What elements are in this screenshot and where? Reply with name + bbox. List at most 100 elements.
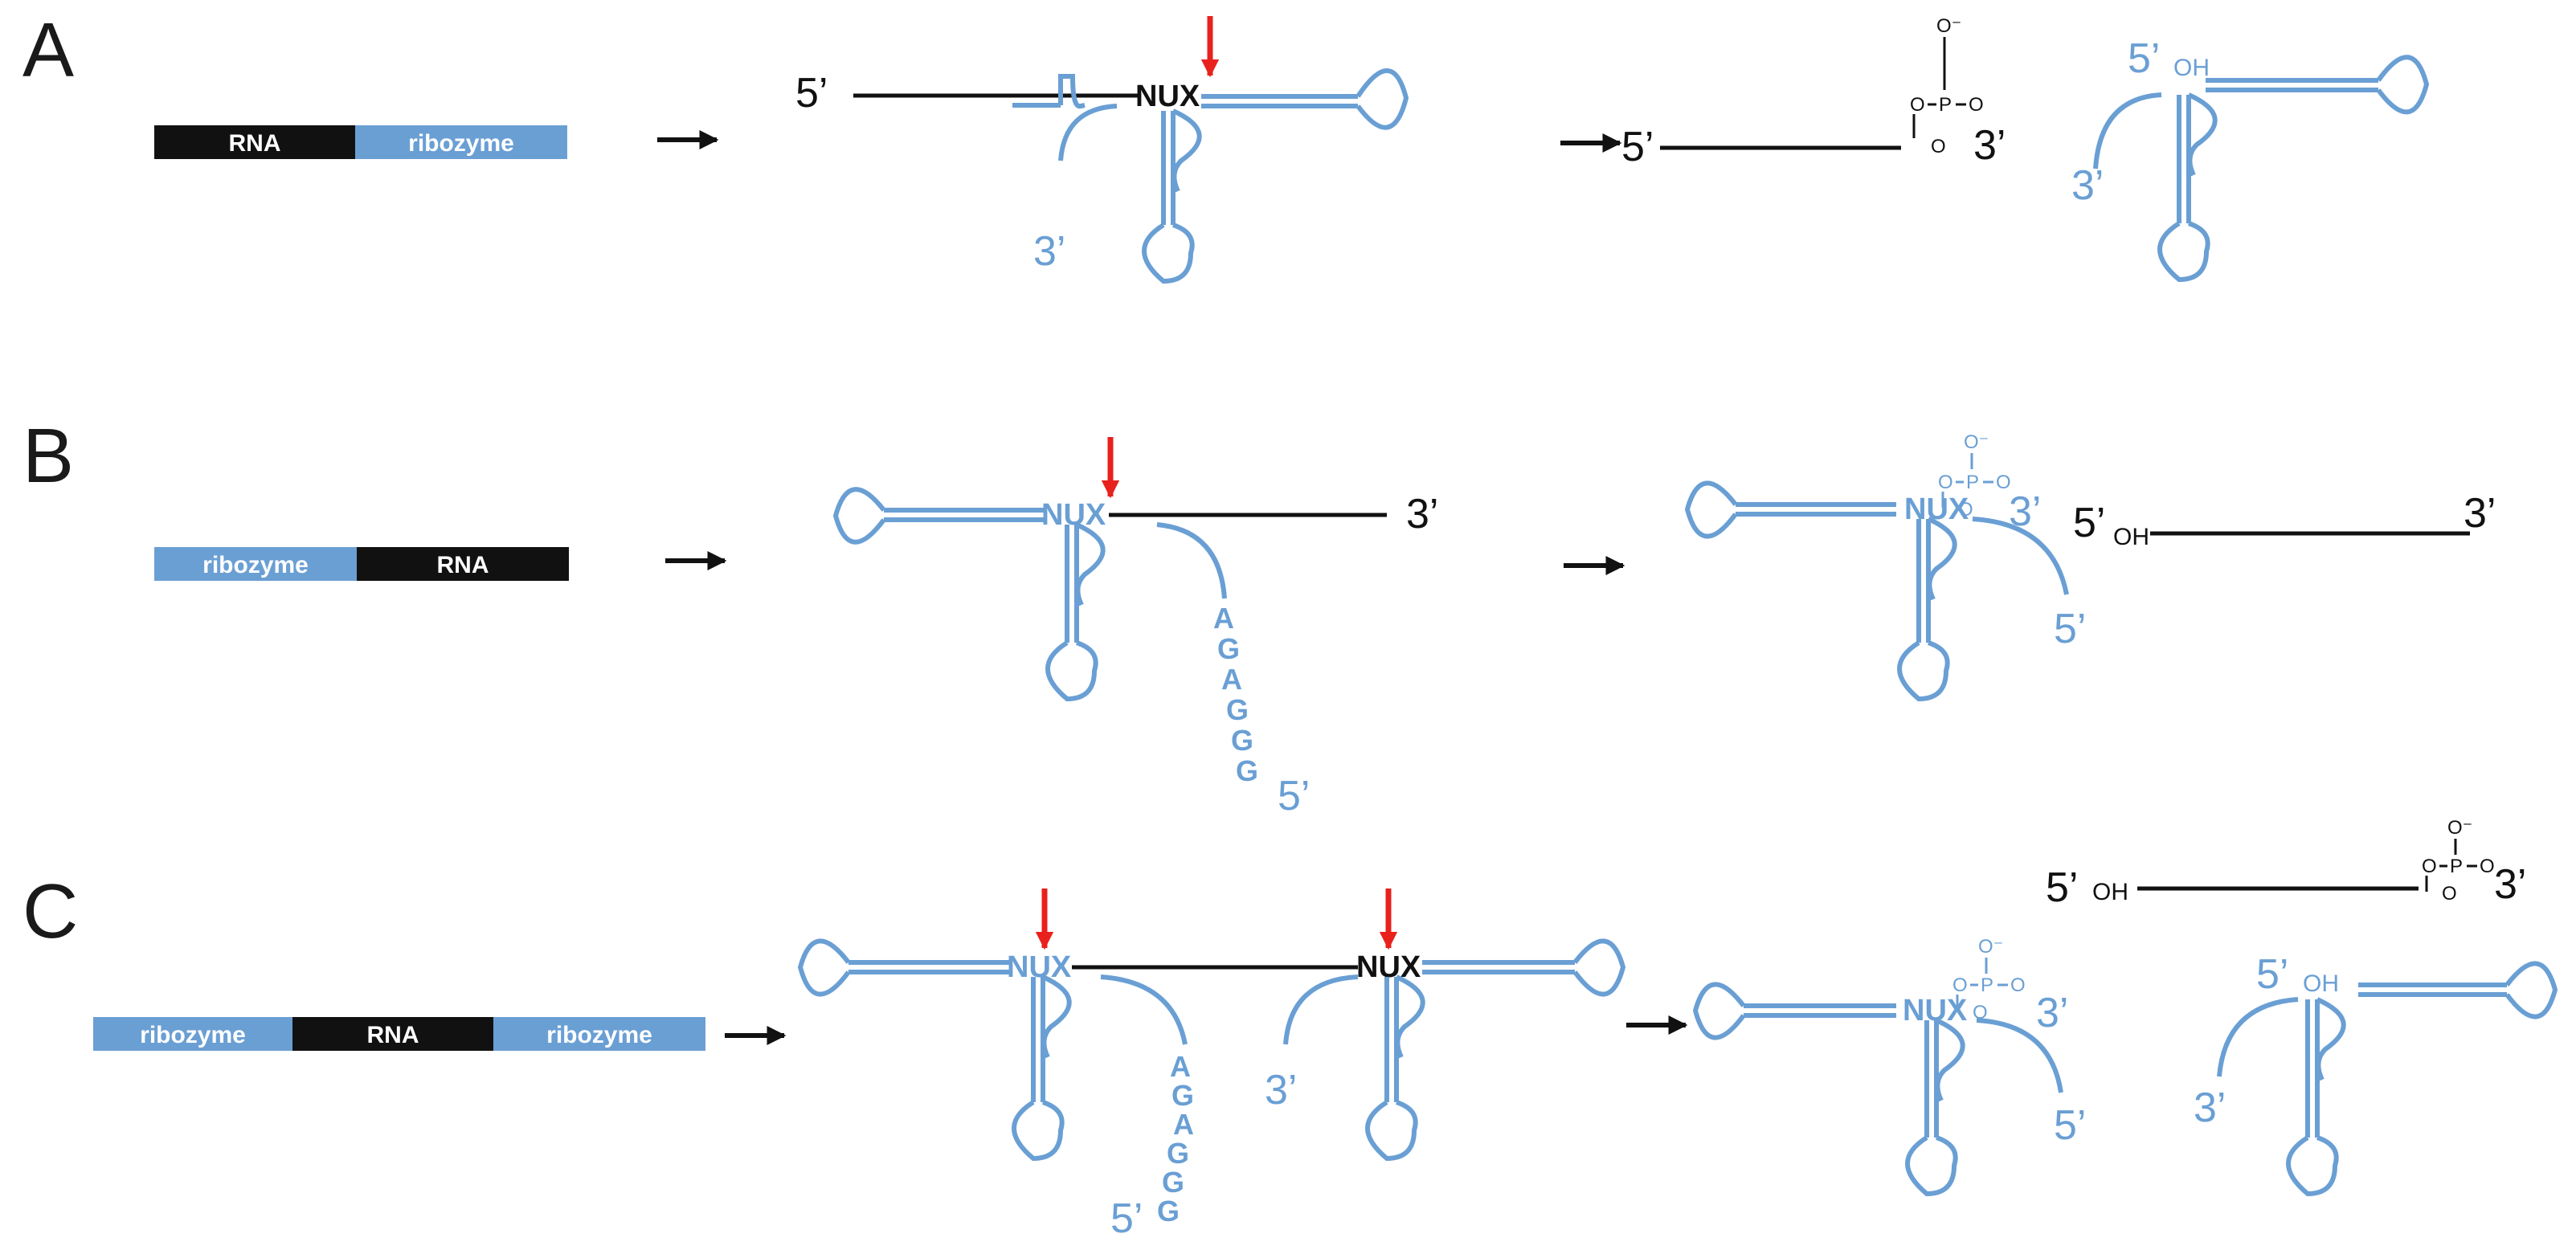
rna-5prime-label: 5’ <box>1621 124 1654 170</box>
phosphate-o-left: O <box>1938 472 1953 493</box>
ribozyme-segment-label: ribozyme <box>202 552 309 578</box>
rna-5prime-label: 5’ <box>2073 500 2105 546</box>
cyclic-phosphate: O⁻ O P O O <box>1952 936 2026 1023</box>
ribozyme-hairpin-stem-2 <box>1905 1020 1958 1197</box>
ribozyme-hairpin-stem-1 <box>832 487 1045 545</box>
ribozyme-5prime-oh: OH <box>2173 55 2210 81</box>
cleavage-site-left-label: NUX <box>1007 950 1072 984</box>
folded-construct: NUX NUX A G A G G G 5’ 3’ <box>797 938 1626 1242</box>
panel-label: B <box>22 413 74 499</box>
cyclic-phosphate: O⁻ O P O O <box>1910 15 1984 157</box>
ribozyme-core-loop <box>2316 997 2346 1081</box>
ribozyme-5prime-label: 5’ <box>2128 35 2160 82</box>
folded-construct: 5’ NUX 3’ <box>795 68 1409 284</box>
rna-3prime-label: 3’ <box>1973 122 2006 169</box>
ribozyme1-product: NUX O⁻ O P O O 3’ 5’ <box>1692 936 2086 1197</box>
ribozyme1-hairpin-stem-1 <box>797 938 1009 997</box>
ribozyme-core-loop <box>1927 517 1957 601</box>
cleavage-site-label: NUX <box>1041 498 1106 532</box>
ribozyme-hairpin-stem-1 <box>2358 961 2558 1019</box>
rna-5prime-oh: OH <box>2092 879 2128 905</box>
panel-c: C ribozyme RNA ribozyme NUX NUX A G A G <box>22 817 2558 1242</box>
rna-product: 5’ OH 3’ <box>2073 490 2496 550</box>
phosphate-bonds <box>1941 453 1993 508</box>
phosphate-o-right: O <box>1969 94 1984 116</box>
phosphate-o-minus: O⁻ <box>1978 936 2003 958</box>
ribozyme-hairpin-stem-2 <box>1897 519 1950 702</box>
ribozyme-hairpin-stem-2 <box>2286 999 2339 1197</box>
phosphate-o-bottom: O <box>2442 883 2457 905</box>
g-tail-nucleotide: A <box>1173 1108 1194 1141</box>
g-tail-nucleotide: A <box>1221 663 1242 696</box>
ribozyme-3prime-strand <box>2217 997 2299 1077</box>
phosphate-o-left: O <box>1952 974 1968 996</box>
rna-segment-label: RNA <box>437 552 489 578</box>
ribozyme-hairpin-stem-2 <box>1142 111 1195 284</box>
ribozyme-3prime-label: 3’ <box>2009 488 2041 535</box>
phosphate-p: P <box>1966 472 1979 493</box>
ribozyme-5prime-label: 5’ <box>1278 773 1310 819</box>
phosphate-o-right: O <box>2480 856 2495 877</box>
ribozyme2-hairpin-stem-1 <box>1422 938 1626 997</box>
ribozyme-segment-label: ribozyme <box>408 130 514 157</box>
phosphate-o-bottom: O <box>1958 499 1973 521</box>
ribozyme2-core-loop <box>1395 974 1425 1059</box>
phosphate-bonds <box>2425 839 2477 892</box>
panel-a: A RNA ribozyme 5’ NUX 3’ 5’ O⁻ <box>22 7 2430 284</box>
cyclic-phosphate: O⁻ O P O O <box>1938 431 2011 521</box>
g-tail-nucleotide: A <box>1213 602 1234 635</box>
g-tail: A G A G G G <box>1213 602 1258 787</box>
ribozyme-hairpin-stem-1 <box>1201 68 1409 130</box>
ribozyme-hairpin-stem-1 <box>1684 480 1896 539</box>
ribozyme-segment-label: ribozyme <box>546 1022 652 1048</box>
ribozyme-hairpin-stem-1 <box>1692 982 1896 1040</box>
ribozyme-5prime-strand <box>1972 517 2069 595</box>
rna-5prime-label: 5’ <box>2046 864 2078 911</box>
ribozyme1-core-loop <box>1041 974 1072 1059</box>
ribozyme2-hairpin-stem-2 <box>1365 977 1418 1162</box>
construct-bar: ribozyme RNA <box>154 547 569 581</box>
ribozyme-core-loop <box>2187 92 2218 177</box>
ribozyme-5prime-label: 5’ <box>2256 951 2288 998</box>
ribozyme-5prime-label: 5’ <box>2054 1102 2086 1149</box>
phosphate-bonds <box>1912 37 1966 138</box>
ribozyme-core-loop <box>1935 1018 1965 1102</box>
g-tail-nucleotide: G <box>1231 724 1253 757</box>
ribozyme-5prime-oh: OH <box>2303 970 2339 997</box>
construct-bar: RNA ribozyme <box>154 125 567 159</box>
phosphate-p: P <box>1939 94 1952 116</box>
rna-3prime-label: 3’ <box>1406 491 1438 537</box>
ribozyme-hairpin-stem-2 <box>1045 525 1098 702</box>
phosphate-o-minus: O⁻ <box>2447 817 2472 839</box>
ribozyme-hairpin-stem-1 <box>2206 55 2430 115</box>
ribozyme1-5prime-strand <box>1100 974 1188 1045</box>
phosphate-o-left: O <box>2422 856 2437 877</box>
ribozyme2-product: 5’ OH 3’ <box>2194 951 2558 1197</box>
ribozyme1-5prime-label: 5’ <box>1110 1195 1143 1242</box>
rna-3prime-label: 3’ <box>2464 490 2496 537</box>
rna-segment-label: RNA <box>367 1022 419 1048</box>
ribozyme-3prime-label: 3’ <box>2071 162 2104 209</box>
rna-segment-label: RNA <box>229 130 281 157</box>
construct-bar: ribozyme RNA ribozyme <box>93 1017 705 1051</box>
ribozyme-3prime-label: 3’ <box>2036 990 2068 1036</box>
phosphate-o-bottom: O <box>1931 136 1946 157</box>
phosphate-bonds <box>1956 958 2008 1011</box>
panel-label: A <box>22 7 74 93</box>
rna-segment <box>357 547 569 581</box>
g-tail-nucleotide: G <box>1157 1195 1180 1228</box>
cleavage-site-label: NUX <box>1904 492 1969 526</box>
phosphate-o-minus: O⁻ <box>1964 431 1989 453</box>
ribozyme-segment-label: ribozyme <box>140 1022 246 1048</box>
ribozyme-5prime-strand <box>1976 1018 2063 1093</box>
phosphate-o-bottom: O <box>1973 1002 1988 1023</box>
ribozyme-core-loop <box>1171 108 1202 193</box>
ribozyme-5prime-label: 5’ <box>2054 606 2086 652</box>
g-tail-nucleotide: G <box>1162 1166 1184 1199</box>
ribozyme-3prime-label: 3’ <box>2194 1085 2226 1131</box>
ribozyme-3prime-strand <box>1058 104 1118 161</box>
rna-segment <box>292 1017 493 1051</box>
phosphate-o-right: O <box>2010 974 2026 996</box>
g-tail-nucleotide: A <box>1170 1050 1191 1083</box>
